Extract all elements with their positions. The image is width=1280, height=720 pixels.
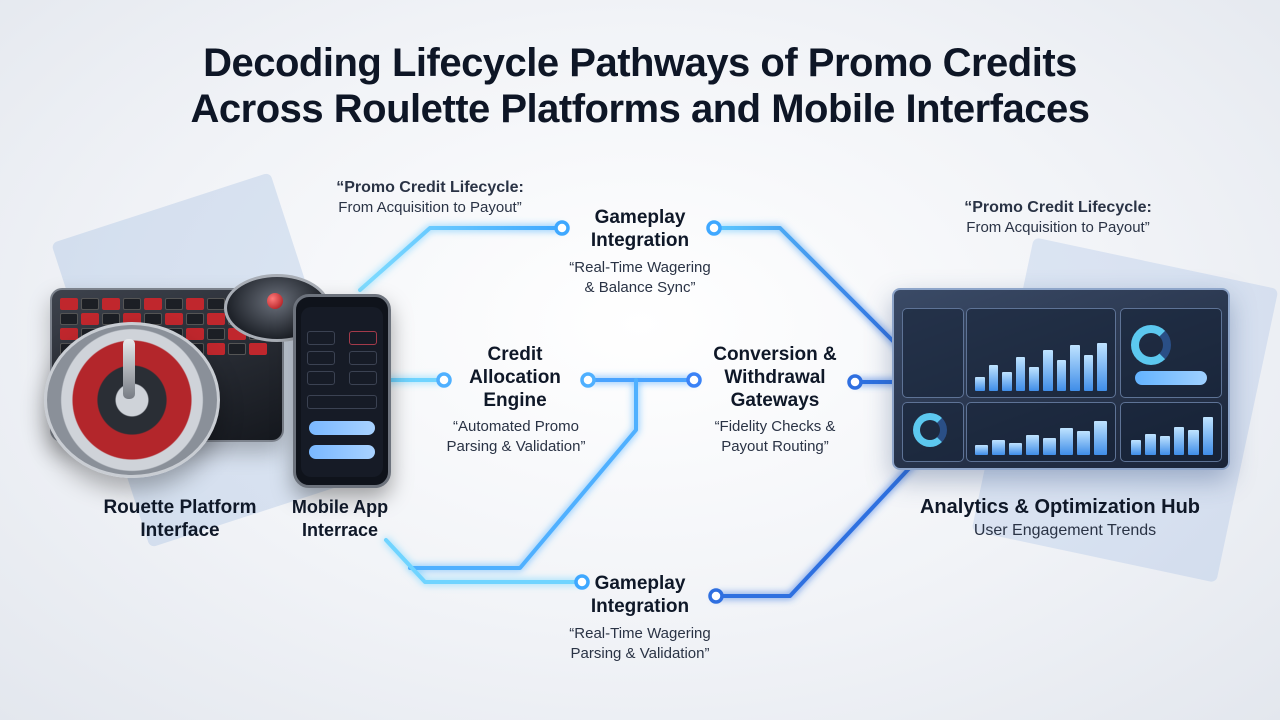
node-credit-sub-1: “Automated Promo [453,418,579,435]
node-credit-sub-2: Parsing & Validation” [446,438,586,455]
node-dot-gameplay-bottom-out [708,588,724,604]
node-credit-title-3: Engine [483,390,547,411]
title-line-2: Across Roulette Platforms and Mobile Int… [190,87,1090,131]
page-title: Decoding Lifecycle Pathways of Promo Cre… [0,40,1280,132]
mobile-label-1: Mobile App [291,497,389,517]
roulette-wheel-icon [44,322,220,478]
hub-subtitle: User Engagement Trends [973,522,1157,539]
node-gameplay-bottom-sub-2: Parsing & Validation” [570,645,710,662]
node-conversion-sub-1: “Fidelity Checks & [714,418,836,435]
node-gameplay-bottom-sub-1: “Real-Time Wagering [569,625,711,642]
wire-gameplay-top-to-hub [714,226,902,350]
node-conversion-sub-2: Payout Routing” [721,438,829,455]
wire-branch-down [408,378,638,570]
node-gameplay-top-sub-2: & Balance Sync” [584,279,696,296]
quote-left: “Promo Credit Lifecycle: From Acquisitio… [300,178,560,218]
node-gameplay-bottom-sub: “Real-Time Wagering Parsing & Validation… [540,624,740,664]
wire-gameplay-bottom-to-hub [714,444,932,598]
node-gameplay-top-sub: “Real-Time Wagering & Balance Sync” [540,258,740,298]
hub-title: Analytics & Optimization Hub [919,496,1201,518]
node-dot-gameplay-top-in [554,220,570,236]
node-gameplay-top-sub-1: “Real-Time Wagering [569,259,711,276]
analytics-dashboard-illustration [892,288,1230,470]
node-conversion-sub: “Fidelity Checks & Payout Routing” [670,417,880,457]
node-credit-title-1: Credit [487,344,543,365]
node-dot-gameplay-top-out [706,220,722,236]
mobile-phone-illustration [293,294,391,488]
mobile-label-2: Interrace [301,520,379,540]
donut-chart-icon [1131,325,1171,365]
node-gameplay-top-title: Gameplay Integration [560,206,720,252]
node-gameplay-bottom-title: Gameplay Integration [560,572,720,618]
node-credit-sub: “Automated Promo Parsing & Validation” [418,417,614,457]
wire-roulette-to-gameplay-top [358,226,562,292]
node-gameplay-top-title-2: Integration [590,230,690,251]
node-dot-conversion-in [686,372,702,388]
mobile-app-label: Mobile App Interrace [280,496,400,542]
node-dot-conversion-out [847,374,863,390]
roulette-label-2: Interface [140,520,220,541]
node-conversion-title-2: Withdrawal [724,367,826,388]
node-conversion-title-1: Conversion & [713,344,837,365]
quote-left-head: “Promo Credit Lifecycle: [336,179,524,196]
node-gameplay-top-title-1: Gameplay [594,207,686,228]
node-dot-gameplay-bottom-in [574,574,590,590]
node-gameplay-bottom-title-2: Integration [590,596,690,617]
roulette-platform-label: Rouette Platform Interface [80,496,280,542]
quote-left-sub: From Acquisition to Payout” [338,199,522,216]
roulette-label-1: Rouette Platform [103,497,257,518]
quote-right-head: “Promo Credit Lifecycle: [964,199,1152,216]
quote-right: “Promo Credit Lifecycle: From Acquisitio… [928,198,1188,238]
node-gameplay-bottom-title-1: Gameplay [594,573,686,594]
node-dot-credit-in [436,372,452,388]
node-conversion-title-3: Gateways [730,390,820,411]
wire-phone-to-gameplay-bottom [384,538,582,584]
quote-right-sub: From Acquisition to Payout” [966,219,1150,236]
node-conversion-title: Conversion & Withdrawal Gateways [690,343,860,412]
title-line-1: Decoding Lifecycle Pathways of Promo Cre… [203,41,1077,85]
node-credit-title: Credit Allocation Engine [440,343,590,412]
node-credit-title-2: Allocation [469,367,561,388]
node-dot-credit-out [580,372,596,388]
